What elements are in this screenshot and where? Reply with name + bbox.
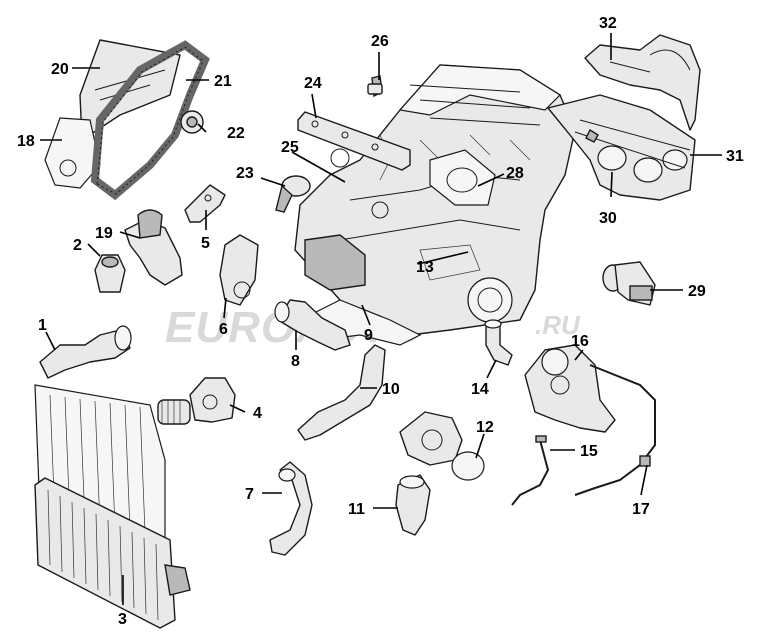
callout-labels: 20 21 18 22 19 2 5 6 1 8 4 3 7 10 9 11 1… xyxy=(17,15,744,628)
exhaust-manifold xyxy=(547,94,696,201)
idler-pulley xyxy=(180,110,204,134)
elbow-14 xyxy=(484,319,513,366)
pipe-8 xyxy=(274,299,351,351)
callout-16: 16 xyxy=(571,333,589,350)
fuel-rail xyxy=(297,111,411,171)
engine-mount-19 xyxy=(124,209,183,286)
timing-belt-assembly xyxy=(44,39,210,201)
callout-8: 8 xyxy=(291,353,300,370)
callout-29: 29 xyxy=(688,283,706,300)
callout-5: 5 xyxy=(201,235,210,252)
sensor-26 xyxy=(367,75,383,98)
callout-11: 11 xyxy=(348,501,365,518)
hose-1 xyxy=(39,325,132,379)
heat-shield xyxy=(584,34,701,131)
callout-31: 31 xyxy=(726,148,744,165)
callout-32: 32 xyxy=(599,15,617,32)
callout-10: 10 xyxy=(382,381,400,398)
callout-19: 19 xyxy=(95,225,113,242)
water-pump-12 xyxy=(399,411,485,481)
callout-3: 3 xyxy=(118,611,127,628)
callout-25: 25 xyxy=(281,139,299,156)
callout-12: 12 xyxy=(476,419,494,436)
hose-10 xyxy=(297,344,386,441)
callout-4: 4 xyxy=(253,405,262,422)
callout-15: 15 xyxy=(580,443,598,460)
solenoid-23 xyxy=(275,175,311,213)
callout-6: 6 xyxy=(219,321,228,338)
mount-2 xyxy=(94,254,126,293)
engine-block xyxy=(294,64,576,346)
gasket-28 xyxy=(429,149,496,206)
cover-6 xyxy=(219,234,259,306)
radiator-3 xyxy=(34,384,191,629)
callout-1: 1 xyxy=(38,317,47,334)
outlet-fitting xyxy=(602,261,656,306)
thermostat-11 xyxy=(395,474,431,536)
callout-20: 20 xyxy=(51,61,69,78)
callout-26: 26 xyxy=(371,33,389,50)
callout-21: 21 xyxy=(214,73,232,90)
callout-30: 30 xyxy=(599,210,617,227)
leader-lines xyxy=(40,33,722,605)
callout-24: 24 xyxy=(304,75,322,92)
callout-9: 9 xyxy=(364,327,373,344)
sensor-wires xyxy=(511,364,656,506)
callout-28: 28 xyxy=(506,165,524,182)
callout-2: 2 xyxy=(73,237,82,254)
callout-7: 7 xyxy=(245,486,254,503)
watermark-tld: .RU xyxy=(535,310,581,340)
callout-13: 13 xyxy=(416,259,434,276)
bracket-5 xyxy=(184,184,226,223)
turbo-16 xyxy=(524,344,616,433)
callout-14: 14 xyxy=(471,381,489,398)
callout-22: 22 xyxy=(227,125,245,142)
oil-filter-4 xyxy=(157,377,236,425)
callout-18: 18 xyxy=(17,133,35,150)
callout-17: 17 xyxy=(632,501,650,518)
hose-7 xyxy=(269,461,313,556)
callout-23: 23 xyxy=(236,165,254,182)
